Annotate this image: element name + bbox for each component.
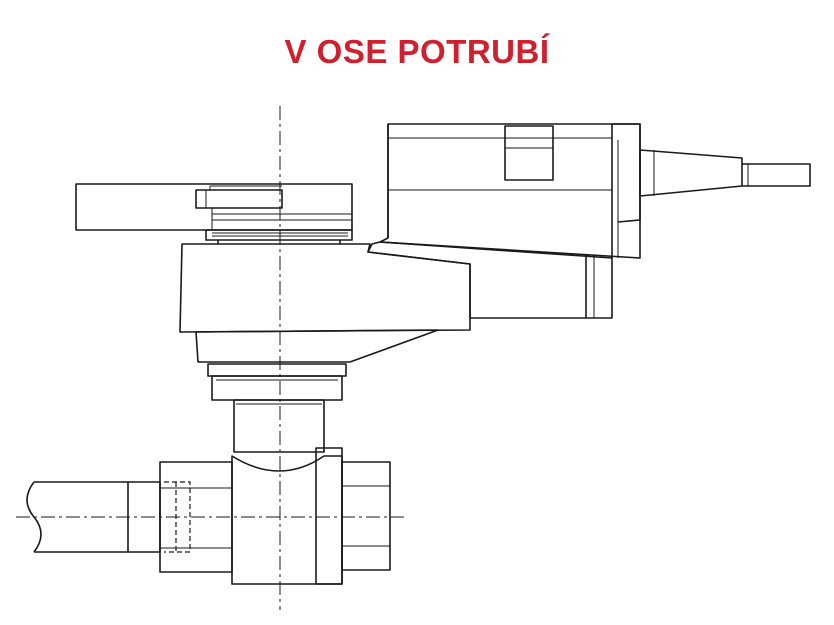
valve-neck	[233, 399, 325, 453]
valve-right-port	[341, 461, 391, 571]
actuator-window	[504, 125, 554, 181]
cable-gland	[639, 149, 743, 197]
actuator-collar	[207, 363, 347, 377]
actuator-head	[179, 243, 471, 401]
cable	[742, 163, 811, 187]
actuator-motor-housing	[379, 123, 641, 259]
valve-body	[159, 447, 391, 585]
hub-ring	[205, 229, 353, 244]
diagram-title: V OSE POTRUBÍ	[284, 33, 550, 70]
lever-clip	[195, 189, 283, 209]
manual-lever	[75, 183, 353, 231]
